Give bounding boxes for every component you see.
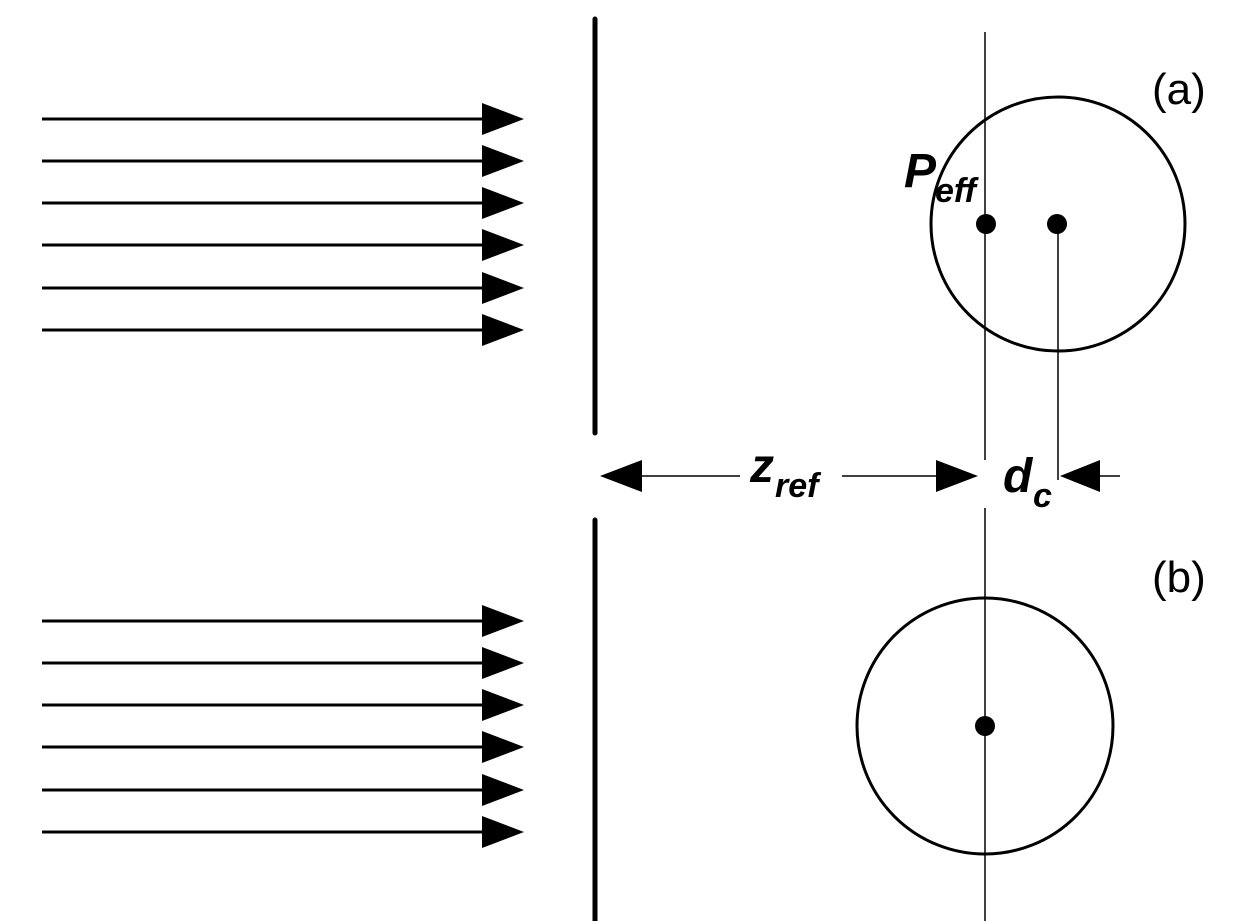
beam-arrow-head (482, 272, 524, 304)
panel-b-label: (b) (1152, 553, 1206, 602)
panel-b: (b) (42, 508, 1206, 921)
detector-circle-b (855, 596, 1115, 856)
dimension-row: z ref d c (600, 440, 1120, 515)
panel-a: (a) P eff (42, 16, 1206, 480)
panel-a-label: (a) (1152, 65, 1206, 114)
d-c-label: d c (1003, 450, 1052, 515)
beam-arrow-head (482, 689, 524, 721)
beam-arrow-head (482, 187, 524, 219)
d-c-arrow (1060, 460, 1100, 492)
beam-arrow-head (482, 605, 524, 637)
beam-arrow-head (482, 103, 524, 135)
center-point-dot (1047, 214, 1067, 234)
z-ref-arrow-left (600, 460, 642, 492)
beam-arrow-head (482, 647, 524, 679)
p-eff-label: P eff (904, 145, 980, 210)
z-ref-label: z ref (749, 440, 822, 505)
beam-arrows-a (42, 103, 524, 346)
beam-arrow-head (482, 774, 524, 806)
beam-arrow-head (482, 816, 524, 848)
beam-arrows-b (42, 605, 524, 848)
beam-arrow-head (482, 229, 524, 261)
beam-arrow-head (482, 314, 524, 346)
beam-arrow-head (482, 145, 524, 177)
effective-point-dot-b (975, 716, 995, 736)
effective-point-dot (976, 214, 996, 234)
beam-arrow-head (482, 731, 524, 763)
z-ref-arrow-right (936, 460, 978, 492)
